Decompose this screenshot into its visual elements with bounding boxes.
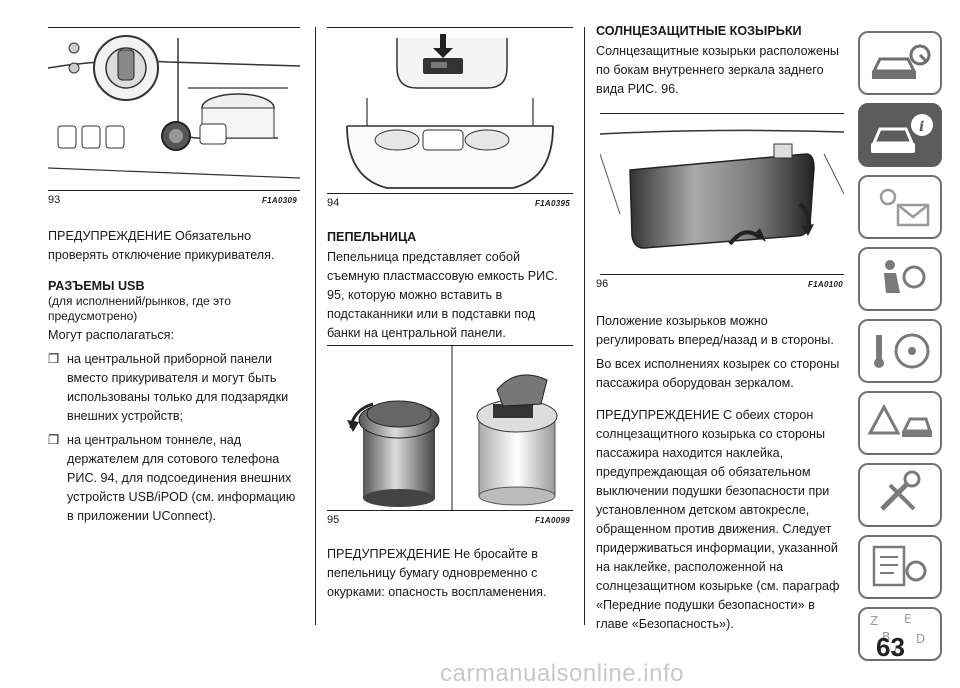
spec-sheet-gear-icon (872, 545, 927, 587)
car-gauge-icon (871, 44, 931, 79)
tab-technical-data[interactable] (858, 535, 942, 599)
svg-text:C: C (894, 644, 902, 658)
figure-94-bottom-rule (327, 193, 573, 194)
figure-96-top-rule (600, 113, 844, 114)
figure-95-bottom-rule (327, 510, 573, 511)
tab-getting-to-know[interactable]: i (858, 103, 942, 167)
wrench-icon (880, 470, 921, 511)
figure-94-code: F1A0395 (535, 199, 571, 208)
car-info-icon: i (871, 114, 933, 153)
svg-text:B: B (882, 630, 890, 644)
tab-safety[interactable] (858, 247, 942, 311)
page-number: 63 (876, 632, 905, 662)
figure-95-code: F1A0099 (535, 516, 571, 525)
usb-title: РАЗЪЕМЫ USB (48, 279, 145, 293)
figure-96-sun-visor-illustration (600, 114, 844, 274)
tab-warnings[interactable] (858, 175, 942, 239)
figure-96-code: F1A0100 (808, 280, 844, 289)
column-divider-2 (584, 27, 585, 625)
figure-96-number: 96 (596, 278, 609, 290)
figure-93-top-rule (48, 27, 300, 28)
sun-visors-text: Солнцезащитные козырьки расположены по б… (596, 44, 839, 96)
figure-95-top-rule (327, 345, 573, 346)
alphabet-index-icon: Z E B D C (870, 612, 925, 658)
ashtray-warning: ПРЕДУПРЕЖДЕНИЕ Не бросайте в пепельницу … (327, 547, 547, 599)
sun-visors-warning: ПРЕДУПРЕЖДЕНИЕ С обеих сторон солнцезащи… (596, 408, 840, 631)
list-item: ❒ на центральной приборной панели вместо… (48, 350, 298, 426)
figure-95-ashtray-illustration (327, 346, 573, 510)
figure-95-number: 95 (327, 514, 340, 526)
tab-index[interactable]: Z E B D C (858, 607, 942, 661)
figure-96-bottom-rule (600, 274, 844, 275)
list-item: ❒ на центральном тоннеле, над держателем… (48, 431, 298, 526)
bullet-glyph: ❒ (48, 433, 60, 447)
usb-locations-list: ❒ на центральной приборной панели вместо… (48, 350, 298, 526)
figure-94-number: 94 (327, 197, 340, 209)
tab-driving[interactable] (858, 319, 942, 383)
warning-triangle-car-icon (867, 403, 933, 437)
airbag-passenger-icon (884, 260, 926, 293)
col1-warning: ПРЕДУПРЕЖДЕНИЕ Обязательно проверять отк… (48, 229, 275, 262)
tab-emergency[interactable] (858, 391, 942, 455)
steering-wheel-icon (874, 333, 930, 369)
list-item-text: на центральной приборной панели вместо п… (67, 352, 289, 423)
ashtray-text: Пепельница представляет собой съемную пл… (327, 250, 558, 340)
ashtray-title: ПЕПЕЛЬНИЦА (327, 230, 417, 244)
usb-intro: Могут располагаться: (48, 328, 174, 342)
figure-93-code: F1A0309 (262, 196, 298, 205)
svg-text:D: D (916, 632, 925, 646)
figure-94-console-illustration (327, 28, 573, 193)
sun-visors-p2: Во всех исполнениях козырек со стороны п… (596, 357, 840, 390)
svg-text:i: i (919, 119, 924, 135)
figure-93-bottom-rule (48, 190, 300, 191)
sun-envelope-icon (879, 188, 930, 227)
figure-93-number: 93 (48, 194, 61, 206)
svg-text:E: E (904, 612, 912, 626)
bullet-glyph: ❒ (48, 352, 60, 366)
sun-visors-p1: Положение козырьков можно регулировать в… (596, 314, 834, 347)
usb-subtitle: (для исполнений/рынков, где это предусмо… (48, 294, 231, 323)
svg-text:Z: Z (870, 614, 878, 628)
figure-93-dashboard-illustration (48, 28, 300, 190)
tab-dashboard[interactable] (858, 31, 942, 95)
watermark: carmanualsonline.info (440, 660, 684, 687)
sun-visors-title: СОЛНЦЕЗАЩИТНЫЕ КОЗЫРЬКИ (596, 24, 802, 38)
tab-maintenance[interactable] (858, 463, 942, 527)
column-divider-1 (315, 27, 316, 625)
figure-94-top-rule (327, 27, 573, 28)
list-item-text: на центральном тоннеле, над держателем д… (67, 433, 296, 523)
